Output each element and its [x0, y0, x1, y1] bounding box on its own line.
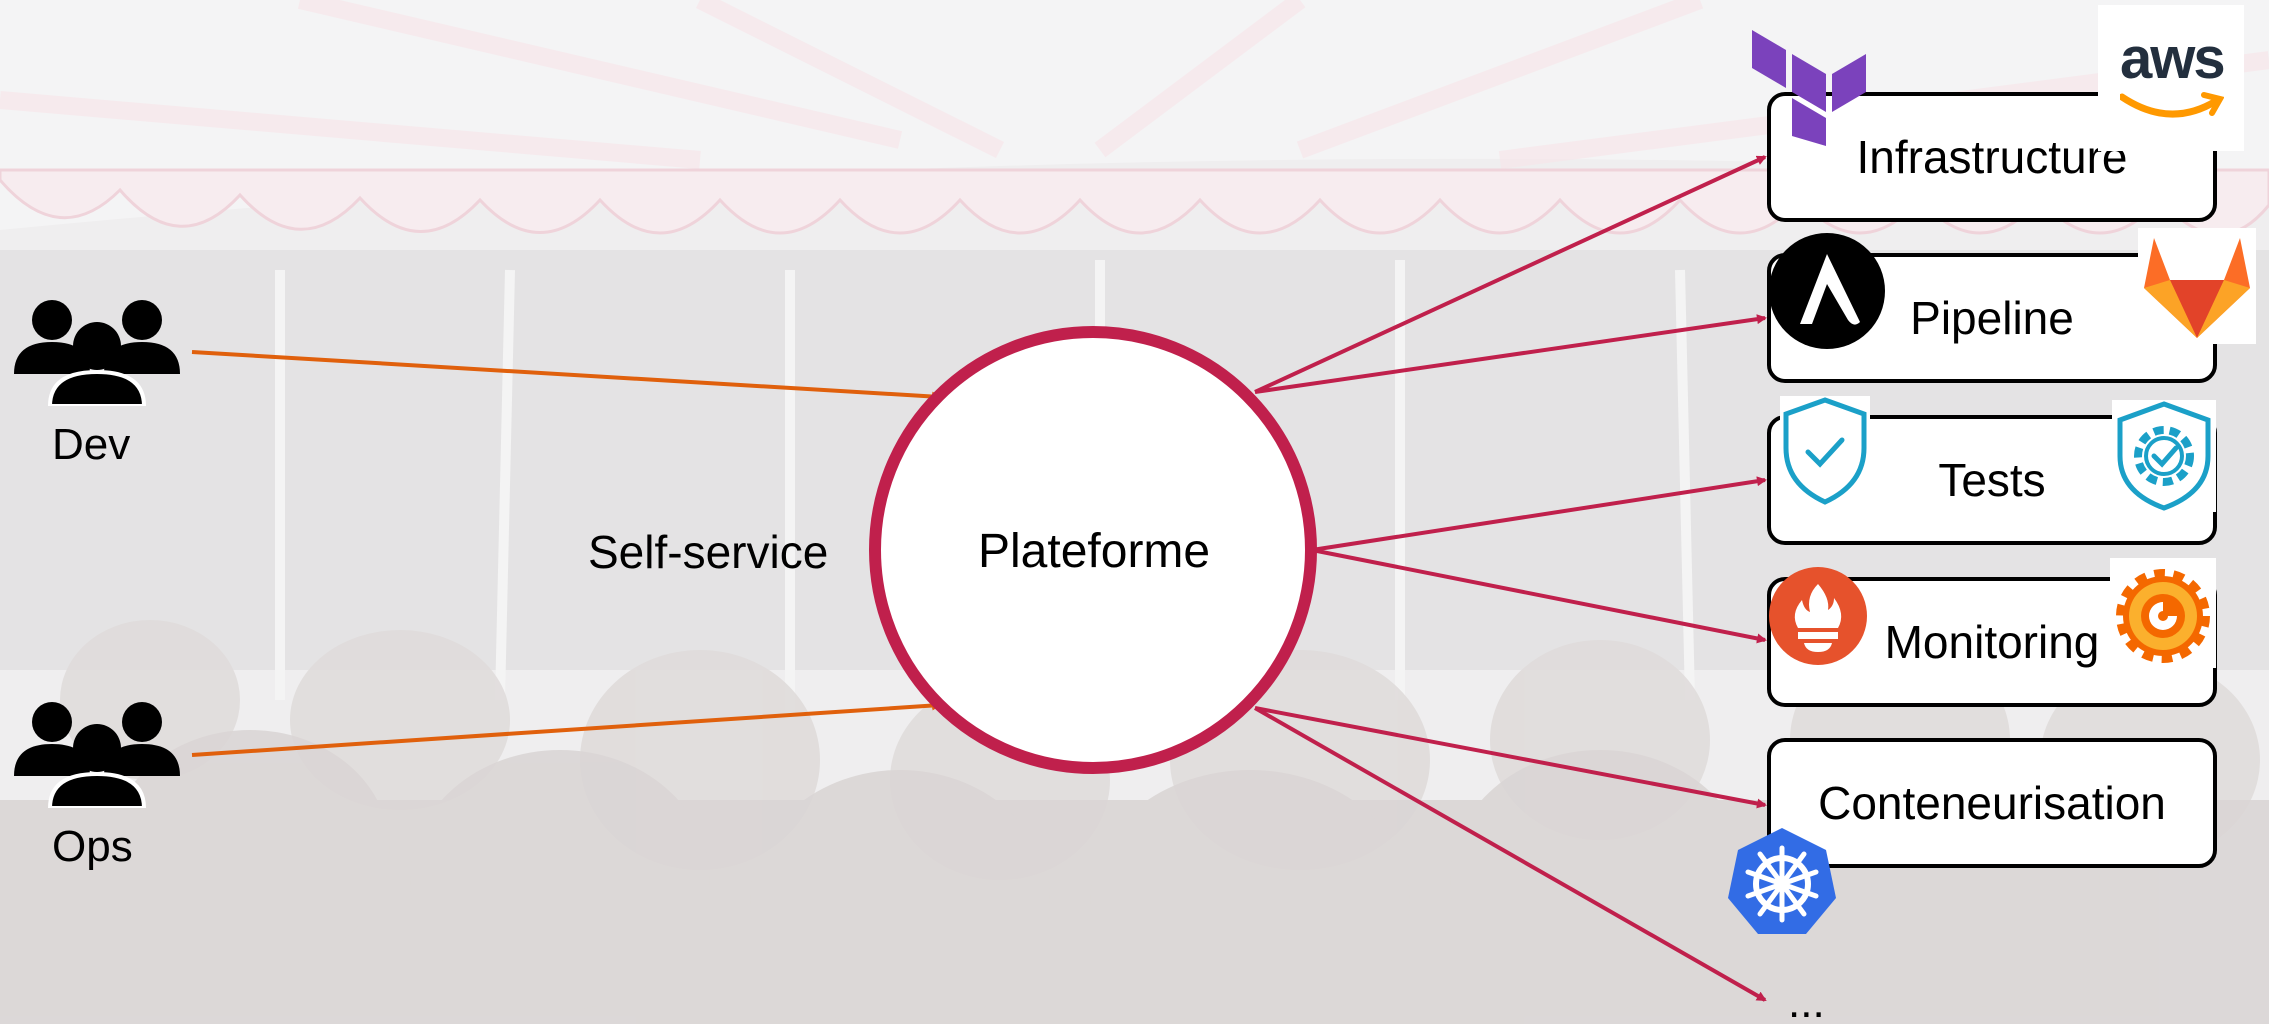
- gitlab-icon: [2138, 228, 2256, 344]
- aws-smile-icon: [2120, 92, 2224, 118]
- arrow-to-monitoring: [1311, 548, 1767, 644]
- arrow-to-pipeline: [1254, 314, 1767, 394]
- target-label-infrastructure: Infrastructure: [1856, 131, 2128, 183]
- people-group-icon: [14, 702, 180, 808]
- self-service-label: Self-service: [588, 526, 829, 578]
- aws-logo-text: aws: [2120, 26, 2226, 91]
- arrow-to-more: [1254, 706, 1767, 1002]
- terraform-icon: [1752, 30, 1866, 146]
- target-label-pipeline: Pipeline: [1910, 292, 2074, 344]
- aws-icon: aws: [2098, 5, 2244, 151]
- shield-check-icon: [1780, 396, 1870, 508]
- prometheus-icon: [1769, 567, 1867, 665]
- platform-label: Plateforme: [978, 525, 1211, 578]
- kubernetes-icon: [1728, 828, 1836, 934]
- ansible-icon: [1769, 233, 1885, 349]
- actor-label-dev: Dev: [52, 420, 131, 469]
- arrow-to-tests: [1311, 476, 1767, 552]
- actor-label-ops: Ops: [52, 822, 133, 871]
- target-label-monitoring: Monitoring: [1884, 616, 2100, 668]
- arrow-to-infrastructure: [1254, 155, 1767, 394]
- gear-check-icon: [2112, 400, 2216, 512]
- target-label-tests: Tests: [1938, 454, 2046, 506]
- grafana-icon: [2110, 558, 2216, 668]
- target-label-conteneurisation: Conteneurisation: [1818, 777, 2166, 829]
- arrow-ops-to-platform: [191, 700, 942, 757]
- platform-circle: [869, 326, 1317, 774]
- more-label: ...: [1788, 978, 1825, 1027]
- people-group-icon: [14, 300, 180, 406]
- arrow-to-conteneurisation: [1254, 706, 1767, 809]
- arrow-dev-to-platform: [191, 350, 942, 402]
- target-box-conteneurisation: Conteneurisation: [1767, 738, 2217, 868]
